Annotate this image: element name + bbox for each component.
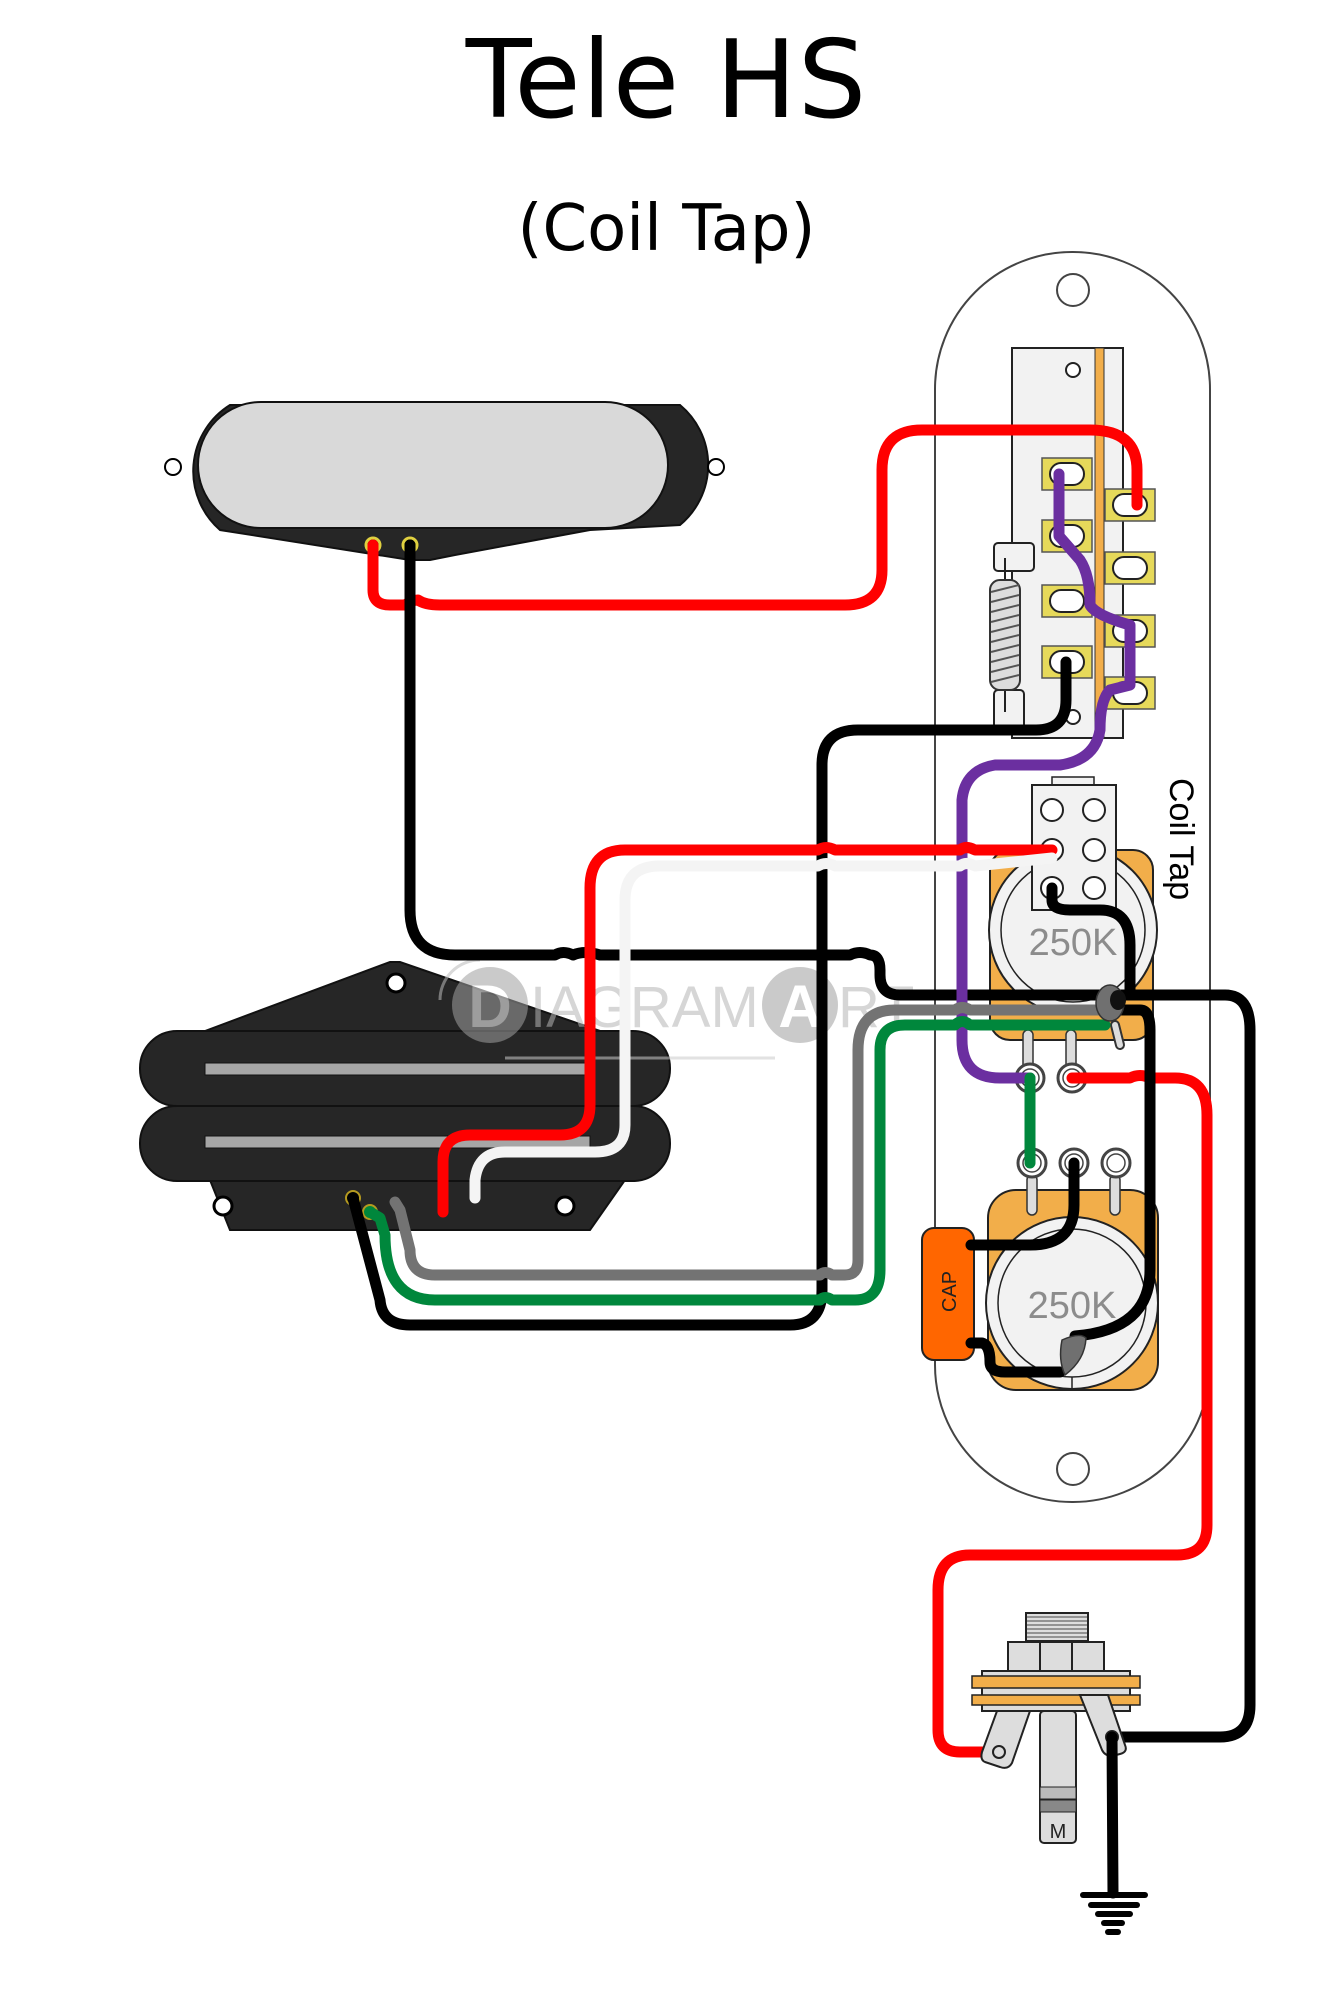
diagram-title: Tele HS [465,18,868,143]
capacitor-label: CAP [939,1271,961,1312]
svg-text:IAGRAM: IAGRAM [530,975,759,1040]
neck-pickup[interactable] [164,401,725,561]
wire-jack-ground-black [1106,989,1256,1743]
wire-hum-gray [389,1002,1111,1281]
capacitor[interactable]: CAP [921,1227,975,1361]
switch-spring [989,542,1035,731]
wire-switch-black [347,656,1072,1331]
coil-tap-switch[interactable] [1031,776,1117,911]
diagram-subtitle: (Coil Tap) [517,192,816,266]
wire-cap-ground-black [965,1337,1066,1378]
svg-text:A: A [778,973,821,1040]
jack-label: M [1050,1821,1067,1843]
output-jack[interactable]: M [971,1612,1141,1844]
wire-coiltap-ground-black [1046,882,1136,1001]
wire-switch-purple [956,468,1136,1084]
wire-hum-white [469,852,1058,1204]
svg-text:D: D [468,973,511,1040]
volume-pot-value: 250K [1029,922,1118,964]
bridge-pickup[interactable] [139,961,671,1231]
watermark: D IAGRAM A RT [438,958,914,1060]
wire-hum-red [437,842,1058,1218]
solder-joint [1110,990,1126,1010]
wire-neck-ground-black [404,539,1121,1001]
ground-symbol [1080,1892,1148,1935]
wire-hum-green [364,1016,1111,1306]
solder-blob-tone [1059,1334,1087,1377]
wire-ground-black [1106,1731,1119,1899]
wire-neck-hot-red [367,424,1143,611]
wire-tone-cap-black [965,1157,1080,1251]
coil-tap-label: Coil Tap [1162,778,1200,900]
plate-screw-hole-top [1056,273,1090,307]
tone-pot-value: 250K [1028,1285,1117,1327]
plate-screw-hole-bottom [1056,1452,1090,1486]
wire-vol-tone-ground-black [1069,1004,1156,1342]
